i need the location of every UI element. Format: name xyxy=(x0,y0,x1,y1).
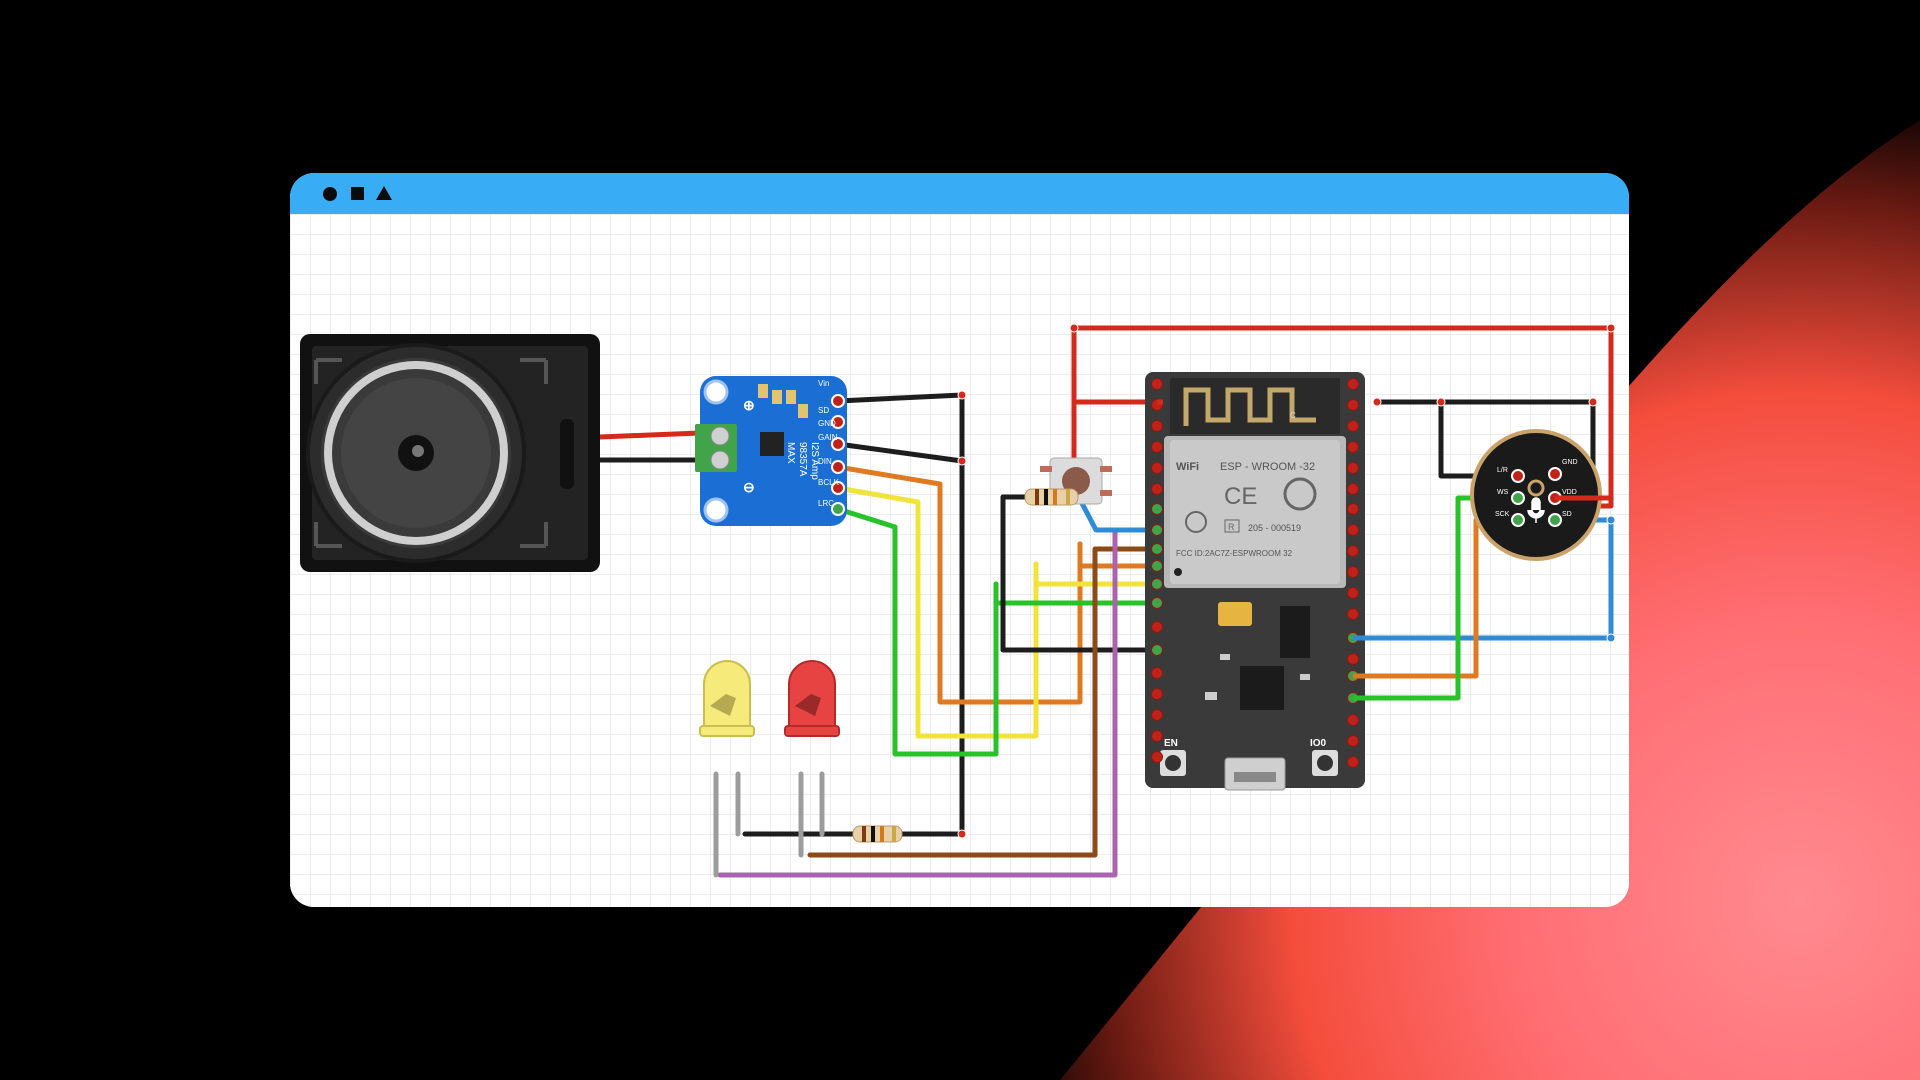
esp-pins-left[interactable] xyxy=(1151,378,1163,763)
wifi-icon xyxy=(1283,477,1317,511)
mic-pin-sd: SD xyxy=(1562,511,1572,518)
app-window: ⊕ ⊖ MAX 98357A I2S Amp xyxy=(290,173,1629,907)
esp-io0-label: IO0 xyxy=(1310,738,1327,749)
mic-pin-sck: SCK xyxy=(1495,511,1510,518)
resistor-2 xyxy=(852,825,903,843)
esp32-board[interactable]: C WiFi ESP - WROOM -32 CE R 205 - 000519… xyxy=(1145,372,1365,791)
amp-pin-gain: GAIN xyxy=(818,433,838,442)
i2s-microphone[interactable]: L/R WS SCK GND VDD SD xyxy=(1470,429,1602,561)
led-red[interactable] xyxy=(784,660,840,737)
led-yellow[interactable] xyxy=(699,660,755,737)
triangle-icon xyxy=(376,186,392,200)
wire-endpoints xyxy=(957,323,1616,839)
wire-amp-bclk xyxy=(835,485,1039,739)
svg-text:⊕: ⊕ xyxy=(743,397,755,413)
mic-pin-ws: WS xyxy=(1497,489,1509,496)
svg-text:⊖: ⊖ xyxy=(743,479,755,495)
wire-amp-lrc xyxy=(835,506,999,757)
speaker[interactable] xyxy=(300,334,600,572)
wire-amp-gain xyxy=(835,441,965,464)
amp-pin-vin: Vin xyxy=(818,379,829,388)
mic-icon xyxy=(1527,497,1545,523)
mic-pin-lr: L/R xyxy=(1497,467,1508,474)
amp-pins[interactable] xyxy=(831,394,845,516)
esp-reg-mark: R xyxy=(1228,522,1235,532)
io0-button[interactable] xyxy=(1317,755,1333,771)
amp-chip-label: MAX xyxy=(785,442,796,464)
resistor-1 xyxy=(1024,488,1079,506)
esp-reg-number: 205 - 000519 xyxy=(1248,523,1301,533)
titlebar xyxy=(290,173,1629,214)
amp-name-label: I2S Amp xyxy=(809,442,820,480)
speaker-wire-red xyxy=(597,430,703,440)
esp-pins-right[interactable] xyxy=(1347,378,1359,768)
amp-part-label: 98357A xyxy=(797,442,808,477)
amp-pin-gnd: GND xyxy=(818,419,836,428)
esp-wifi-label: WiFi xyxy=(1176,461,1199,473)
esp-corner-label: C xyxy=(1290,411,1296,420)
amp-pin-lrc: LRC xyxy=(818,499,834,508)
amp-pin-sd: SD xyxy=(818,406,829,415)
esp-en-label: EN xyxy=(1164,738,1178,749)
amp-pin-bclk: BCLK xyxy=(818,478,840,487)
esp-ce-mark: CE xyxy=(1224,483,1257,510)
square-icon xyxy=(351,187,364,200)
en-button[interactable] xyxy=(1165,755,1181,771)
i2s-amplifier[interactable]: ⊕ ⊖ MAX 98357A I2S Amp xyxy=(695,376,847,526)
amp-pin-din: DIN xyxy=(818,457,832,466)
antenna-trace xyxy=(1183,387,1316,426)
esp-module-label: ESP - WROOM -32 xyxy=(1220,461,1315,473)
mic-pin-vdd: VDD xyxy=(1562,489,1577,496)
mic-pin-gnd: GND xyxy=(1562,459,1578,466)
circle-icon xyxy=(323,187,337,201)
circuit-canvas: ⊕ ⊖ MAX 98357A I2S Amp xyxy=(290,214,1629,907)
esp-fcc-label: FCC ID:2AC7Z-ESPWROOM 32 xyxy=(1176,549,1293,558)
